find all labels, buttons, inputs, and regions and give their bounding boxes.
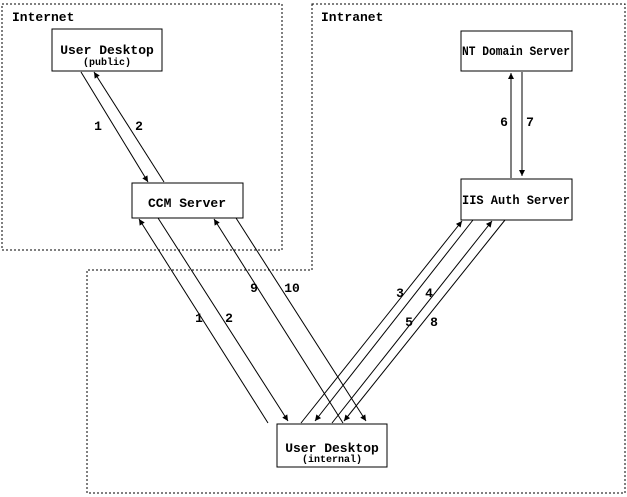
edge-label-internal-ccm-10: 10 (284, 281, 300, 296)
nt-domain-server-title: NT Domain Server (462, 44, 570, 59)
internet-region-label: Internet (12, 10, 74, 25)
node-user-desktop-internal: User Desktop (internal) (276, 423, 388, 468)
user-desktop-public-box (51, 28, 163, 72)
internet-region-outline (1, 3, 283, 251)
nt-domain-server-box (460, 30, 573, 72)
edge-label-internal-iis-4: 4 (425, 286, 433, 301)
user-desktop-public-title: User Desktop (60, 43, 154, 58)
edge-8-iis-auth-server-to-internal-desktop (343, 219, 506, 422)
edge-label-internal-ccm-9: 9 (250, 281, 258, 296)
edge-2-ccm-server-to-internal-desktop (157, 217, 289, 422)
edge-label-internal-ccm-1: 1 (195, 311, 203, 326)
node-nt-domain-server: NT Domain Server (460, 30, 573, 72)
edge-label-public-response: 2 (135, 119, 143, 134)
edge-2-ccm-server-to-public-desktop (93, 71, 165, 183)
edge-label-public-request: 1 (94, 119, 102, 134)
ccm-server-title: CCM Server (148, 196, 226, 211)
edge-label-internal-iis-3: 3 (396, 286, 404, 301)
user-desktop-internal-subtitle: (internal) (302, 454, 362, 466)
node-user-desktop-public: User Desktop (public) (51, 28, 163, 72)
node-ccm-server: CCM Server (131, 182, 244, 219)
intranet-region-label: Intranet (321, 10, 383, 25)
user-desktop-internal-title: User Desktop (285, 441, 379, 456)
edge-9-internal-desktop-to-ccm-server (213, 218, 344, 424)
edge-label-iis-nt-6: 6 (500, 115, 508, 130)
node-iis-auth-server: IIS Auth Server (460, 178, 573, 221)
edge-1-public-desktop-to-ccm-server (80, 71, 149, 183)
intranet-region-outline (86, 3, 626, 494)
edge-label-internal-ccm-2: 2 (225, 311, 233, 326)
edge-label-nt-iis-7: 7 (526, 115, 534, 130)
user-desktop-internal-box (276, 423, 388, 468)
edge-label-internal-iis-8: 8 (430, 315, 438, 330)
iis-auth-server-title: IIS Auth Server (462, 193, 570, 208)
iis-auth-server-box (460, 178, 573, 221)
edge-1-internal-desktop-to-ccm-server (138, 218, 269, 424)
user-desktop-public-subtitle: (public) (83, 57, 131, 69)
edge-label-internal-iis-5: 5 (405, 315, 413, 330)
edge-5-internal-desktop-to-iis-auth-server (331, 220, 493, 424)
ccm-server-box (131, 182, 244, 219)
edge-10-ccm-server-to-internal-desktop (235, 217, 367, 422)
edge-4-iis-auth-server-to-internal-desktop (314, 219, 474, 422)
edge-3-internal-desktop-to-iis-auth-server (300, 220, 463, 424)
